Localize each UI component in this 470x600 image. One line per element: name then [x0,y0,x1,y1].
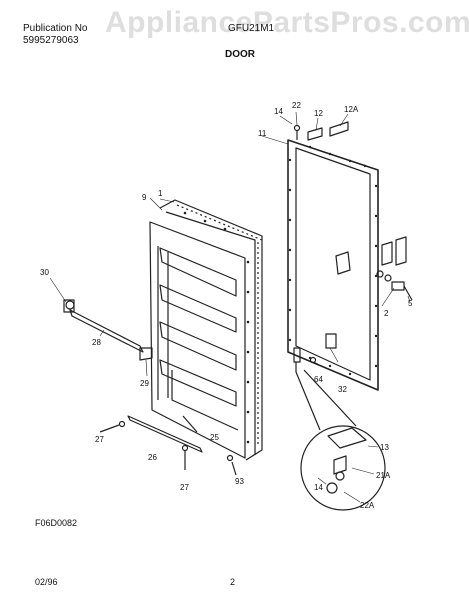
part-label-29: 29 [140,379,149,388]
part-label-93: 93 [235,477,244,486]
part-label-12a: 12A [344,105,359,114]
publication-number: 5995279063 [23,35,79,46]
part-label-64: 64 [314,375,323,384]
watermark: AppliancePartsPros.com [105,6,470,39]
part-label-5: 5 [408,299,413,308]
part-label-9: 9 [142,193,147,202]
part-label-27b: 27 [180,483,189,492]
part-label-1: 1 [158,189,163,198]
part-label-26: 26 [148,453,157,462]
page-number: 2 [230,577,236,587]
part-label-28: 28 [92,338,101,347]
footer-date: 02/96 [35,577,58,587]
part-label-21a: 21A [376,471,391,480]
publication-label: Publication No [23,23,88,34]
part-label-25: 25 [210,433,219,442]
model-number: GFU21M1 [228,23,275,34]
part-label-22a: 22A [360,501,375,510]
part-label-12: 12 [314,109,323,118]
part-label-13: 13 [380,443,389,452]
part-label-22-top: 22 [292,101,301,110]
part-label-2: 2 [384,309,389,318]
part-label-14-detail: 14 [314,483,323,492]
part-label-32: 32 [338,385,347,394]
part-label-27a: 27 [95,435,104,444]
part-label-14-top: 14 [274,107,283,116]
section-title: DOOR [225,49,255,60]
part-label-11: 11 [258,129,267,138]
part-label-30: 30 [40,268,49,277]
figure-code: F06D0082 [35,518,78,528]
